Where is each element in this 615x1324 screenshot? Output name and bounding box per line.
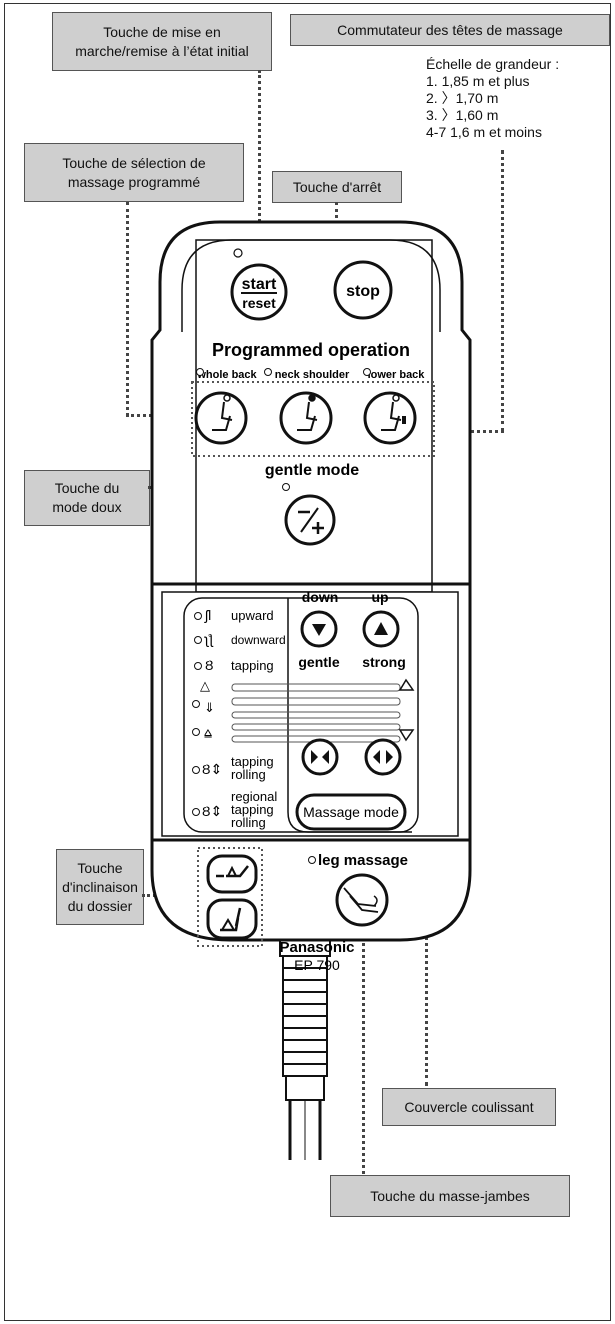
massage-mode-label: Massage mode — [303, 804, 399, 820]
regional-icon: Ȣ⇕ — [202, 803, 222, 819]
program-lower-back-button[interactable] — [363, 391, 417, 445]
reset-label: reset — [242, 295, 276, 311]
mode-tapping-rolling-1: tapping — [231, 754, 274, 769]
height-scale: Échelle de grandeur : 1. 1,85 m et plus … — [426, 56, 559, 141]
callout-leg-massage: Touche du masse-jambes — [330, 1175, 570, 1217]
stop-label: stop — [346, 283, 380, 300]
leg-massage-button[interactable] — [335, 873, 389, 927]
callout-sliding-cover: Couvercle coulissant — [382, 1088, 556, 1126]
program-label-whole-back: whole back — [196, 369, 257, 381]
gentle-label: gentle — [298, 654, 339, 670]
programmed-title: Programmed operation — [212, 340, 410, 360]
model-number: EP 790 — [294, 957, 340, 973]
backrest-down-button[interactable] — [206, 854, 258, 894]
range-icon: ⩠ — [204, 725, 212, 740]
mode-regional-2: tapping — [231, 802, 274, 817]
up-button[interactable] — [362, 610, 400, 648]
down-button[interactable] — [300, 610, 338, 648]
gentle-mode-button[interactable] — [284, 494, 336, 546]
backrest-up-button[interactable] — [206, 898, 258, 940]
start-indicator — [233, 248, 243, 258]
stop-button[interactable]: stop — [333, 260, 393, 320]
callout-start-reset: Touche de mise en marche/remise à l’état… — [52, 12, 272, 71]
height-scale-item: 1. 1,85 m et plus — [426, 73, 530, 89]
height-scale-item: 3. 〉1,60 m — [426, 107, 499, 123]
leader-leg — [362, 786, 365, 1174]
upward-icon: ʃƖ — [204, 607, 211, 623]
callout-gentle-mode: Touche du mode doux — [24, 470, 150, 526]
roll-inward-button[interactable] — [301, 738, 339, 776]
mode-regional-1: regional — [231, 789, 277, 804]
callout-massage-heads: Commutateur des têtes de massage — [290, 14, 610, 46]
mode-tapping-rolling-2: rolling — [231, 767, 266, 782]
down-label: down — [302, 589, 339, 605]
height-scale-item: 2. 〉1,70 m — [426, 90, 499, 106]
cable — [279, 939, 331, 1160]
mode-upward: upward — [231, 608, 274, 623]
up-label: up — [371, 589, 388, 605]
massage-mode-button[interactable]: Massage mode — [295, 793, 407, 831]
tapping-rolling-icon: Ȣ⇕ — [202, 761, 222, 777]
mode-downward: downward — [231, 633, 286, 647]
height-scale-item: 4-7 1,6 m et moins — [426, 124, 542, 140]
brand-logo: Panasonic — [279, 939, 354, 956]
tapping-icon: Ȣ — [205, 657, 213, 673]
callout-stop: Touche d'arrêt — [272, 171, 402, 203]
mode-regional-3: rolling — [231, 815, 266, 830]
mode-list: ʃƖ upward ʅƪ downward Ȣ tapping △ ⇓ ⩠ Ȣ⇕… — [192, 607, 286, 830]
leader-heads — [501, 150, 504, 432]
page-frame — [4, 3, 611, 1321]
leg-massage-label: leg massage — [318, 852, 408, 869]
down-arrow-icon: ⇓ — [204, 700, 215, 715]
downward-icon: ʅƪ — [204, 631, 214, 647]
mode-tapping: tapping — [231, 658, 274, 673]
program-neck-shoulder-button[interactable] — [279, 391, 333, 445]
leader-start-reset — [258, 70, 261, 270]
height-scale-title: Échelle de grandeur : — [426, 56, 560, 72]
gentle-mode-label: gentle mode — [265, 462, 359, 479]
start-label: start — [242, 276, 277, 293]
callout-recline: Touche d'inclinaison du dossier — [56, 849, 144, 925]
up-arrow-icon: △ — [200, 678, 210, 693]
callout-program-select: Touche de sélection de massage programmé — [24, 143, 244, 202]
strong-label: strong — [362, 654, 406, 670]
program-label-lower-back: lower back — [368, 369, 426, 381]
start-reset-button[interactable]: start reset — [230, 263, 288, 321]
program-label-neck-shoulder: neck shoulder — [275, 369, 350, 381]
roll-outward-button[interactable] — [364, 738, 402, 776]
program-whole-back-button[interactable] — [194, 391, 248, 445]
leader-program — [126, 202, 129, 416]
